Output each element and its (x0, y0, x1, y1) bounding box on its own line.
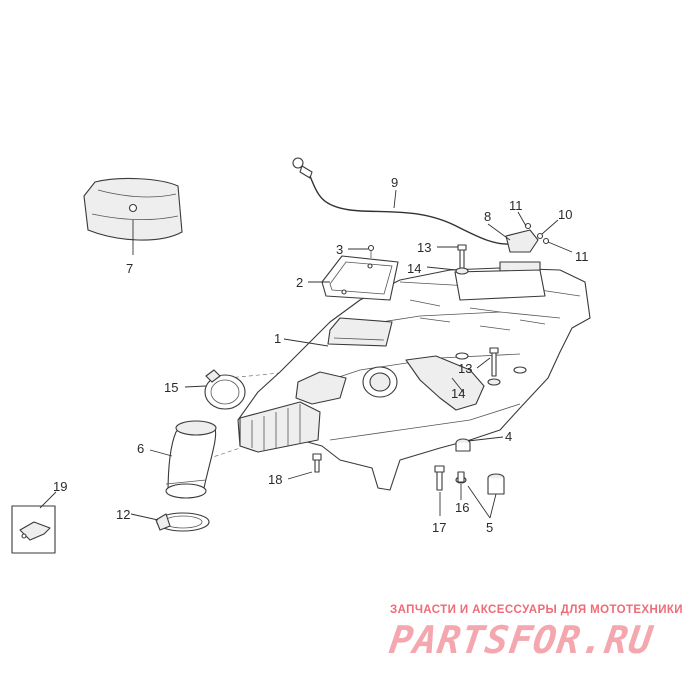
callout-3: 3 (336, 242, 343, 257)
bolt-18-part (312, 453, 322, 473)
leader-line (489, 493, 497, 519)
leader-line (451, 377, 465, 394)
callout-17: 17 (432, 520, 446, 535)
callout-8: 8 (484, 209, 491, 224)
bolt-washer-upper-part (455, 244, 469, 275)
airbox-housing-part (237, 261, 591, 491)
watermark-logo: PARTSFOR.RU (386, 618, 656, 662)
callout-13-upper: 13 (417, 240, 431, 255)
callout-labels: 7 9 8 11 10 11 3 2 13 14 1 15 13 14 6 18… (53, 175, 589, 535)
callout-11-top: 11 (509, 198, 523, 213)
leader-line (39, 491, 57, 509)
leader-line (149, 449, 173, 457)
callout-9: 9 (391, 175, 398, 190)
filter-bag-part (83, 177, 183, 241)
cover-plate-part (321, 255, 399, 301)
callout-13-lower: 13 (458, 361, 472, 376)
hose-clamp-top-part (204, 369, 246, 410)
leader-line (393, 189, 397, 209)
leader-line (184, 385, 207, 388)
leader-line (487, 223, 511, 241)
callout-11-right: 11 (575, 249, 589, 264)
leader-line (283, 338, 329, 347)
screw-part (367, 244, 375, 258)
callout-18: 18 (268, 472, 282, 487)
leader-lines (39, 189, 573, 521)
callout-4: 4 (505, 429, 512, 444)
sensor-bracket-part (505, 222, 550, 253)
grommet-part (455, 438, 505, 495)
callout-1: 1 (274, 331, 281, 346)
leader-line (517, 211, 527, 227)
callout-15: 15 (164, 380, 178, 395)
callout-10: 10 (558, 207, 572, 222)
callout-14-lower: 14 (451, 386, 465, 401)
leader-line (476, 357, 491, 369)
callout-7: 7 (126, 261, 133, 276)
callout-16: 16 (455, 500, 469, 515)
leader-line (467, 436, 504, 442)
hose-clamp-bottom-part (155, 512, 210, 532)
watermark-caption: ЗАПЧАСТИ И АКСЕССУАРЫ ДЛЯ МОТОТЕХНИКИ (390, 604, 683, 616)
callout-14-upper: 14 (407, 261, 421, 276)
callout-5: 5 (486, 520, 493, 535)
callout-6: 6 (137, 441, 144, 456)
bolt-spacer-part (434, 465, 467, 491)
callout-19: 19 (53, 479, 67, 494)
bracket-kit-part (11, 505, 56, 554)
bolt-lower-part (487, 347, 501, 386)
sensor-cable-part (292, 157, 511, 245)
leader-line (541, 219, 559, 235)
leader-line (130, 513, 159, 521)
leader-line (287, 471, 313, 480)
leader-line (426, 266, 457, 271)
leader-line (467, 485, 491, 519)
callout-12: 12 (116, 507, 130, 522)
intake-hose-part (165, 420, 217, 499)
leader-line (547, 241, 573, 253)
callout-2: 2 (296, 275, 303, 290)
